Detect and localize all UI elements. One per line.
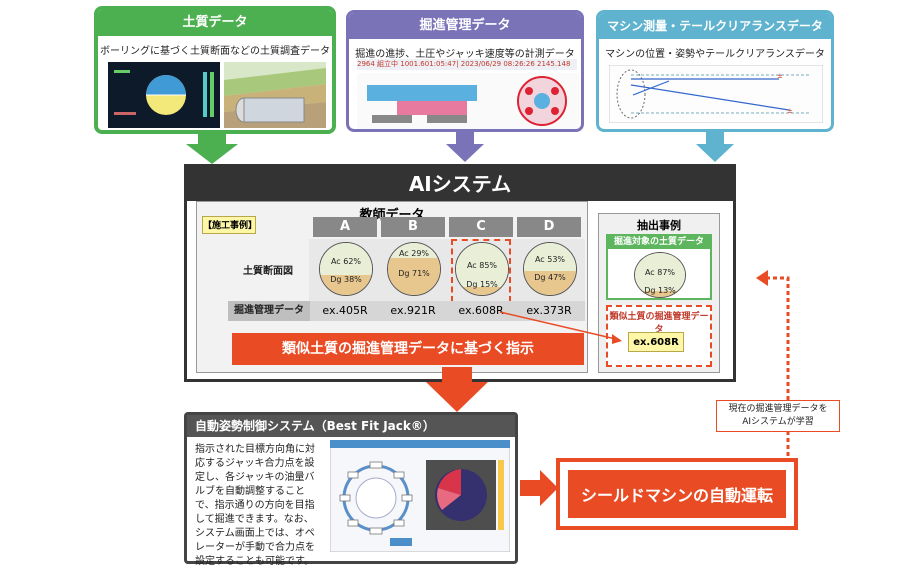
soil-a-bottom: Dg 38% — [330, 275, 362, 284]
excavation-row-label: 掘進管理データ — [228, 301, 310, 321]
soil-pie-b: Ac 29% Dg 71% — [387, 242, 441, 296]
extracted-case-title: 抽出事例 — [637, 219, 681, 232]
target-soil-top: Ac 87% — [644, 268, 676, 277]
excavation-data-subtitle: 掘進の進捗、土圧やジャッキ速度等の計測データ — [355, 49, 575, 60]
instruction-bar: 類似土質の掘進管理データに基づく指示 — [232, 333, 584, 365]
learning-note-line1: 現在の掘進管理データを — [728, 404, 828, 414]
similar-excavation-note: ex.608R — [628, 332, 684, 352]
learning-note: 現在の掘進管理データを AIシステムが学習 — [716, 400, 840, 432]
soil-pie-d: Ac 53% Dg 47% — [523, 242, 577, 296]
target-soil-label: 掘進対象の土質データ — [608, 236, 710, 249]
excavation-monitor-image — [357, 73, 579, 129]
cyan-down-arrow — [696, 132, 734, 162]
soil-a-top: Ac 62% — [330, 257, 362, 266]
column-a-header: A — [313, 217, 377, 237]
soil-section-row-label: 土質断面図 — [243, 266, 293, 277]
target-soil-bottom: Dg 13% — [644, 286, 676, 295]
construction-case-label: 【施工事例】 — [203, 221, 258, 231]
survey-plot-image: ± ± — [609, 65, 823, 123]
exc-value-a: ex.405R — [322, 304, 368, 317]
excavation-data-title: 掘進管理データ — [349, 13, 581, 39]
exc-value-b: ex.921R — [390, 304, 436, 317]
exc-value-c: ex.608R — [458, 304, 504, 317]
survey-data-panel: マシン測量・テールクリアランスデータ マシンの位置・姿勢やテールクリアランスデー… — [596, 10, 834, 132]
best-fit-jack-description: 指示された目標方向角に対応するジャッキ合力点を設定し、各ジャッキの油量バルブを自… — [195, 444, 315, 567]
column-b-header: B — [381, 217, 445, 237]
learning-note-line2: AIシステムが学習 — [742, 417, 814, 427]
soil-c-bottom: Dg 15% — [466, 280, 498, 289]
soil-d-bottom: Dg 47% — [534, 273, 566, 282]
svg-text:±: ± — [787, 107, 793, 115]
column-c-header: C — [449, 217, 513, 237]
green-down-arrow — [186, 132, 238, 164]
similar-excavation-label: 類似土質の掘進管理データ — [609, 312, 709, 335]
best-fit-jack-title: 自動姿勢制御システム（Best Fit Jack®） — [187, 415, 515, 437]
ai-system-title: AIシステム — [187, 167, 733, 201]
instruction-down-arrow — [426, 367, 488, 412]
svg-text:±: ± — [777, 72, 783, 80]
soil-d-top: Ac 53% — [534, 255, 566, 264]
soil-c-top: Ac 85% — [466, 261, 498, 270]
survey-data-subtitle: マシンの位置・姿勢やテールクリアランスデータ — [605, 49, 825, 60]
jack-control-screen-image — [330, 440, 510, 552]
auto-operation-box: シールドマシンの自動運転 — [556, 458, 798, 530]
purple-down-arrow — [446, 132, 484, 162]
similar-excavation-value: ex.608R — [633, 337, 679, 348]
soil-b-bottom: Dg 71% — [398, 269, 430, 278]
soil-data-title: 土質データ — [98, 10, 332, 36]
soil-data-subtitle: ボーリングに基づく土質断面などの土質調査データ — [100, 46, 330, 57]
construction-case-note: 【施工事例】 — [202, 216, 258, 234]
excavation-data-panel: 掘進管理データ 掘進の進捗、土圧やジャッキ速度等の計測データ 2964 組立中 … — [346, 10, 584, 132]
target-soil-pie: Ac 87% Dg 13% — [634, 252, 686, 298]
soil-b-top: Ac 29% — [398, 249, 430, 258]
exc-value-d: ex.373R — [526, 304, 572, 317]
soil-pie-a: Ac 62% Dg 38% — [319, 242, 373, 296]
jack-to-auto-arrow — [520, 470, 558, 506]
excavation-readout: 2964 組立中 1001.601:05:47| 2023/06/29 08:2… — [357, 59, 577, 70]
soil-pie-c: Ac 85% Dg 15% — [455, 242, 509, 296]
soil-data-panel: 土質データ ボーリングに基づく土質断面などの土質調査データ — [94, 6, 336, 134]
column-d-header: D — [517, 217, 581, 237]
feedback-dotted-line — [768, 276, 790, 456]
soil-section-image — [108, 62, 326, 128]
auto-operation-label: シールドマシンの自動運転 — [568, 470, 786, 518]
survey-data-title: マシン測量・テールクリアランスデータ — [599, 13, 831, 39]
flow-arrows-top — [186, 132, 734, 164]
